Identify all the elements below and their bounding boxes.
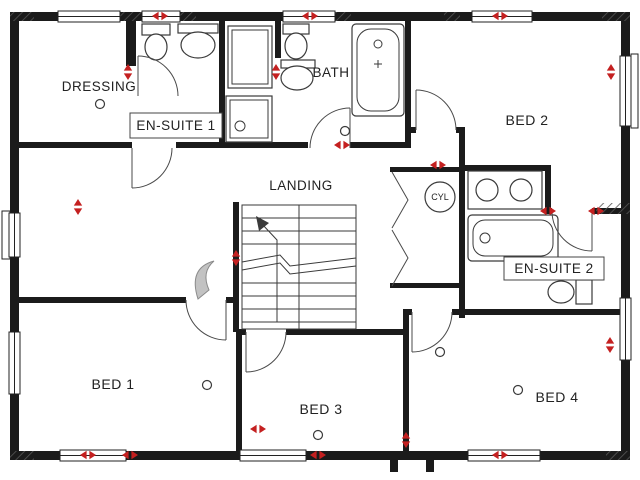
dimension-marker-icon bbox=[73, 199, 83, 215]
room-label-dressing: DRESSING bbox=[62, 79, 137, 94]
room-label-bed1: BED 1 bbox=[92, 376, 135, 392]
door-swing-icon bbox=[131, 147, 173, 189]
cylinder-cupboard bbox=[391, 171, 456, 287]
room-label-ensuite1: EN-SUITE 1 bbox=[136, 118, 215, 133]
light-point-icon bbox=[312, 429, 324, 441]
dimension-marker-icon bbox=[123, 64, 133, 80]
door-swing-icon bbox=[551, 210, 593, 252]
basin-icon bbox=[280, 59, 316, 91]
ensuite2-label-box bbox=[503, 256, 605, 281]
window-icon bbox=[141, 10, 181, 23]
basin-icon bbox=[177, 23, 219, 59]
light-points bbox=[94, 98, 524, 441]
window-icon bbox=[1, 210, 21, 260]
window-icon bbox=[239, 449, 307, 462]
room-label-bed4: BED 4 bbox=[536, 389, 579, 405]
room-label-bed3: BED 3 bbox=[300, 401, 343, 417]
door-swings bbox=[131, 55, 593, 373]
handrail-curve bbox=[194, 260, 215, 300]
toilet-icon bbox=[282, 23, 310, 60]
door-swing-icon bbox=[245, 331, 287, 373]
dimension-marker-icon bbox=[250, 424, 266, 434]
window-icon bbox=[8, 331, 21, 395]
window-icon bbox=[619, 297, 632, 361]
toilet-icon bbox=[141, 23, 171, 61]
bathtub-icon bbox=[467, 214, 559, 262]
window-icon bbox=[282, 10, 336, 23]
door-swing-icon bbox=[185, 299, 227, 341]
bath-fixtures bbox=[280, 23, 405, 117]
bifold-door-icon bbox=[391, 171, 409, 287]
ensuite2-fixtures bbox=[467, 170, 593, 305]
wall-hatching bbox=[10, 12, 630, 460]
light-point-icon bbox=[94, 98, 106, 110]
door-swing-icon bbox=[411, 311, 453, 353]
ensuite1-label-box bbox=[129, 112, 223, 139]
bathtub-icon bbox=[351, 23, 405, 117]
light-point-icon bbox=[512, 384, 524, 396]
dimension-marker-icon bbox=[334, 140, 350, 150]
shower-icon bbox=[227, 25, 273, 89]
window-icon bbox=[619, 53, 639, 129]
dimension-marker-icon bbox=[271, 64, 281, 80]
room-label-cyl: CYL bbox=[431, 192, 449, 202]
room-label-bath: BATH bbox=[312, 65, 349, 80]
stairs-icon bbox=[194, 204, 357, 330]
door-swing-icon bbox=[309, 107, 351, 149]
room-label-landing: LANDING bbox=[269, 178, 333, 193]
light-point-icon bbox=[339, 125, 351, 137]
shower-icon bbox=[225, 95, 273, 143]
door-swing-icon bbox=[137, 55, 179, 97]
cylinder-icon bbox=[424, 181, 456, 213]
interior-walls bbox=[19, 21, 630, 455]
ensuite1-fixtures bbox=[141, 23, 273, 143]
dimension-marker-icon bbox=[605, 337, 615, 353]
toilet-icon bbox=[547, 279, 593, 305]
dimension-marker-icon bbox=[606, 64, 616, 80]
vanity-basin-icon bbox=[467, 170, 543, 210]
room-label-ensuite2: EN-SUITE 2 bbox=[514, 261, 593, 276]
light-point-icon bbox=[434, 346, 446, 358]
window-icon bbox=[57, 10, 121, 23]
light-point-icon bbox=[201, 379, 213, 391]
room-label-bed2: BED 2 bbox=[506, 112, 549, 128]
door-swing-icon bbox=[415, 89, 457, 131]
